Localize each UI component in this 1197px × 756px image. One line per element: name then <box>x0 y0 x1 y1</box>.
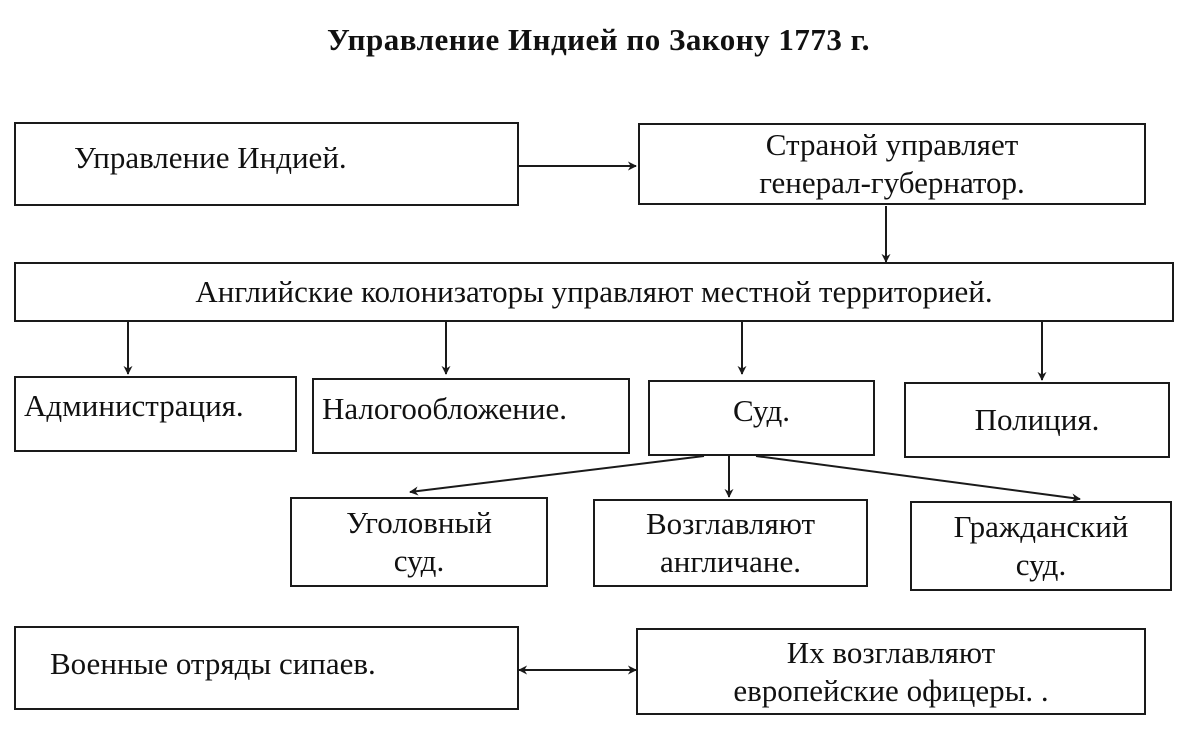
box-criminal-court: Уголовный суд. <box>290 497 548 587</box>
box-administration: Администрация. <box>14 376 297 452</box>
box-governance-label: Управление Индией. <box>74 140 347 175</box>
diagram-title: Управление Индией по Закону 1773 г. <box>326 22 871 57</box>
box-administration-label: Администрация. <box>24 388 244 423</box>
box-taxation-label: Налогообложение. <box>322 391 567 426</box>
box-governor-line-2: генерал-губернатор. <box>759 165 1025 200</box>
arrow-court-to-civil <box>755 455 1081 503</box>
box-colonizers-label: Английские колонизаторы управляют местно… <box>195 274 993 309</box>
box-headed-by-english: Возглавляют англичане. <box>593 499 868 587</box>
box-european-officers: Их возглавляют европейские офицеры. . <box>636 628 1146 715</box>
box-sepoy-troops: Военные отряды сипаев. <box>14 626 519 710</box>
box-civil-court-line-1: Гражданский <box>953 509 1129 544</box>
box-headed-by-english-line-2: англичане. <box>660 544 801 579</box>
box-governor-line-1: Страной управляет <box>765 127 1019 162</box>
arrow-court-to-criminal <box>409 455 705 496</box>
box-taxation: Налогообложение. <box>312 378 630 454</box>
box-european-officers-line-1: Их возглавляют <box>786 634 996 670</box>
box-governance: Управление Индией. <box>14 122 519 206</box>
box-civil-court: Гражданский суд. <box>910 501 1172 591</box>
box-colonizers: Английские колонизаторы управляют местно… <box>14 262 1174 322</box>
box-court: Суд. <box>648 380 875 456</box>
box-criminal-court-line-2: суд. <box>393 543 445 578</box>
box-court-label: Суд. <box>733 393 790 428</box>
box-criminal-court-line-1: Уголовный <box>346 505 492 540</box>
box-headed-by-english-line-1: Возглавляют <box>645 506 816 541</box>
box-civil-court-line-2: суд. <box>1015 547 1067 582</box>
box-european-officers-line-2: европейские офицеры. . <box>733 672 1049 708</box>
box-sepoy-troops-label: Военные отряды сипаев. <box>50 646 376 681</box>
box-police-label: Полиция. <box>974 402 1100 437</box>
box-police: Полиция. <box>904 382 1170 458</box>
box-governor: Страной управляет генерал-губернатор. <box>638 123 1146 205</box>
